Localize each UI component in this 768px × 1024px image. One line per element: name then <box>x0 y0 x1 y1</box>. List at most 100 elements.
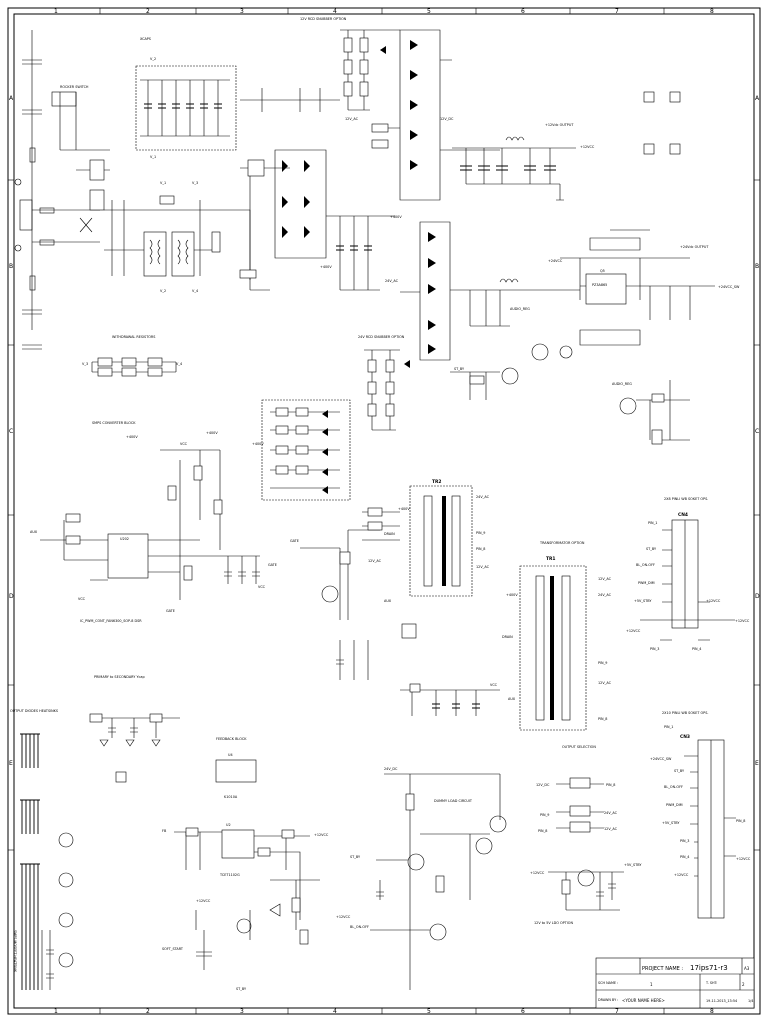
out-24v-title: +24Vdc OUTPUT <box>680 245 709 249</box>
reference-u4 <box>215 759 257 783</box>
drawn-date: 19-11-2013_13:54 <box>706 999 737 1003</box>
grid-row-e: E <box>9 760 13 767</box>
bridge-diodes <box>282 160 310 238</box>
ldo-option-title: 12V to 5V LDO OPTION <box>534 921 573 925</box>
rocker-switch <box>51 91 77 107</box>
mosfet-tr2-block: GATE DRAIN +400V AUX 12V_AC 24V_AC PIN_9… <box>290 479 490 620</box>
common-mode-choke-lf1 <box>171 231 195 277</box>
net-vcc-smps-3: VCC <box>258 585 266 589</box>
grid-columns-top: 1 2 3 4 5 6 7 8 <box>54 8 714 15</box>
transistor-q3 <box>501 367 519 385</box>
ycap-block: PRIMARY to SECONDARY Ycap <box>89 675 180 783</box>
net-400v-smps-2: +400V <box>206 431 218 435</box>
grid-columns-bottom: 1 2 3 4 5 6 7 8 <box>54 1008 714 1015</box>
net-24v-dc-dummy: 24V_DC <box>384 767 398 771</box>
net-24v-ac-tr1: 24V_AC <box>598 593 612 597</box>
cap-c308 <box>401 623 417 639</box>
grid-col-7-bottom: 7 <box>615 1008 619 1015</box>
grid-col-1: 1 <box>54 8 58 15</box>
net-12vcc-fb-3: +12VCC <box>196 899 211 903</box>
grid-row-a-right: A <box>755 95 760 102</box>
net-st-by-dummy: ST_BY <box>350 855 361 859</box>
outer-border <box>7 7 761 1015</box>
net-12vcc-fb-2: +12VCC <box>336 915 351 919</box>
net-v3-top: V_3 <box>192 181 198 185</box>
rcd-24v-title: 24V RCD SNUBBER OPTION <box>358 335 405 339</box>
rcd-snubber-12v-block: 12V RCD SNUBBER OPTION 12V_AC 12V_DC <box>300 17 454 121</box>
net-drain: DRAIN <box>384 532 395 536</box>
net-12v-ac-snubber: 12V_AC <box>345 117 359 121</box>
grid-col-4: 4 <box>333 8 337 15</box>
grid-row-d: D <box>9 593 14 600</box>
net-v2-bottom: V_2 <box>160 289 166 293</box>
title-block: PROJECT NAME : 17ips71-r3 A3 SCH NAME : … <box>595 957 755 1009</box>
net-soft-start: SOFT_START <box>162 947 184 951</box>
net-pin8-tr2: PIN_8 <box>476 547 485 551</box>
grid-row-a: A <box>9 95 14 102</box>
cn3-24vcc-sw: +24VCC_SW <box>650 757 672 761</box>
socket-2x8-title: 2X8 PINLI WB SOKET OPS. <box>664 497 708 501</box>
feedback-title: FEEDBACK BLOCK <box>216 737 247 741</box>
resistor-f17 <box>371 139 389 149</box>
grid-col-5-bottom: 5 <box>427 1008 431 1015</box>
aux-bias-block: VCC <box>336 623 500 716</box>
cn4-12vcc: +12VCC <box>706 599 721 603</box>
u202-label: U202 <box>120 537 129 541</box>
grid-row-b: B <box>9 263 13 270</box>
rcd-12v-title: 12V RCD SNUBBER OPTION <box>300 17 347 21</box>
fuse-fs1 <box>39 239 55 246</box>
net-12vcc-fb: +12VCC <box>314 833 329 837</box>
net-st-by-stage: ST_BY <box>454 367 465 371</box>
mounting-hole-icon <box>58 832 74 848</box>
sel-pin9: PIN_9 <box>540 813 549 817</box>
net-pin9-tr2: PIN_9 <box>476 531 485 535</box>
inner-border <box>13 13 755 1009</box>
title-block-frame <box>595 957 755 1009</box>
cn4-st-by: ST_BY <box>646 547 657 551</box>
net-vcc-smps-2: VCC <box>78 597 86 601</box>
transformer-tr1 <box>519 565 587 731</box>
output-24v-block: +24Vdc OUTPUT +24VCC +24VCC_SW Q5 PZ3A86… <box>531 229 740 361</box>
ldo-option-block: +12VCC +5V_STBY 12V to 5V LDO OPTION <box>530 863 642 925</box>
grid-col-5: 5 <box>427 8 431 15</box>
transformer-option-block: TRANSFORMATOR OPTION TR1 +400V DRAIN AUX… <box>502 541 612 731</box>
transistor-q13 <box>321 585 339 603</box>
net-12v-ac-tr1: 12V_AC <box>598 577 612 581</box>
cn3-pin-1: PIN_1 <box>664 725 673 729</box>
primary-secondary-title: PRIMARY to SECONDARY Ycap <box>94 675 145 679</box>
q5-part: PZ3A865 <box>592 283 607 287</box>
transistor-q7 <box>236 918 252 934</box>
sheet-size: A3 <box>744 966 750 971</box>
net-v1-xcap: V_1 <box>150 155 156 159</box>
net-v2-xcap: V_2 <box>150 57 156 61</box>
connector-cn3-block: 2X10 PINLI WB SOKET OPS. CN3 PIN_1 +24VC… <box>650 711 751 919</box>
fuse-fs2 <box>39 207 55 214</box>
spacer-pads <box>643 91 681 155</box>
grid-rows: A B C D E A B C D E <box>8 95 760 851</box>
feedback-block: FEEDBACK BLOCK U4 K1010A U2 TCET1102G FB… <box>162 737 351 991</box>
cn3-pin-8: PIN_8 <box>736 819 745 823</box>
varistor-icon <box>79 217 93 233</box>
net-gate-smps-2: GATE <box>268 563 277 567</box>
transistor-q4 <box>531 343 549 361</box>
grid-row-c: C <box>9 428 13 435</box>
net-bl-dummy: BL_ON-OFF <box>350 925 369 929</box>
net-400v-tr2: +400V <box>398 507 410 511</box>
out-12v-title: +12Vdc OUTPUT <box>545 123 574 127</box>
heatsink-hs1 <box>20 863 40 990</box>
cn4-pwm-dim: PWM_DIM <box>638 581 655 585</box>
net-12v-dc-snubber: 12V_DC <box>440 117 454 121</box>
common-mode-choke-lf2 <box>143 231 167 277</box>
net-400v-smps: +400V <box>126 435 138 439</box>
socket-2x10-title: 2X10 PINLI WB SOKET OPS. <box>662 711 708 715</box>
net-12v-ac-tr2-out: 12V_AC <box>476 565 490 569</box>
grid-col-2-bottom: 2 <box>146 1008 150 1015</box>
transistor-q8 <box>407 853 425 871</box>
optocoupler-u2 <box>221 829 255 859</box>
transistor-q10 <box>429 923 447 941</box>
inductor-l4 <box>505 136 525 141</box>
cn3-12vcc-right: +12VCC <box>736 857 751 861</box>
xcaps-title: XCAPS <box>140 37 151 41</box>
mains-connector <box>19 199 33 231</box>
transistor-q27 <box>577 869 595 887</box>
